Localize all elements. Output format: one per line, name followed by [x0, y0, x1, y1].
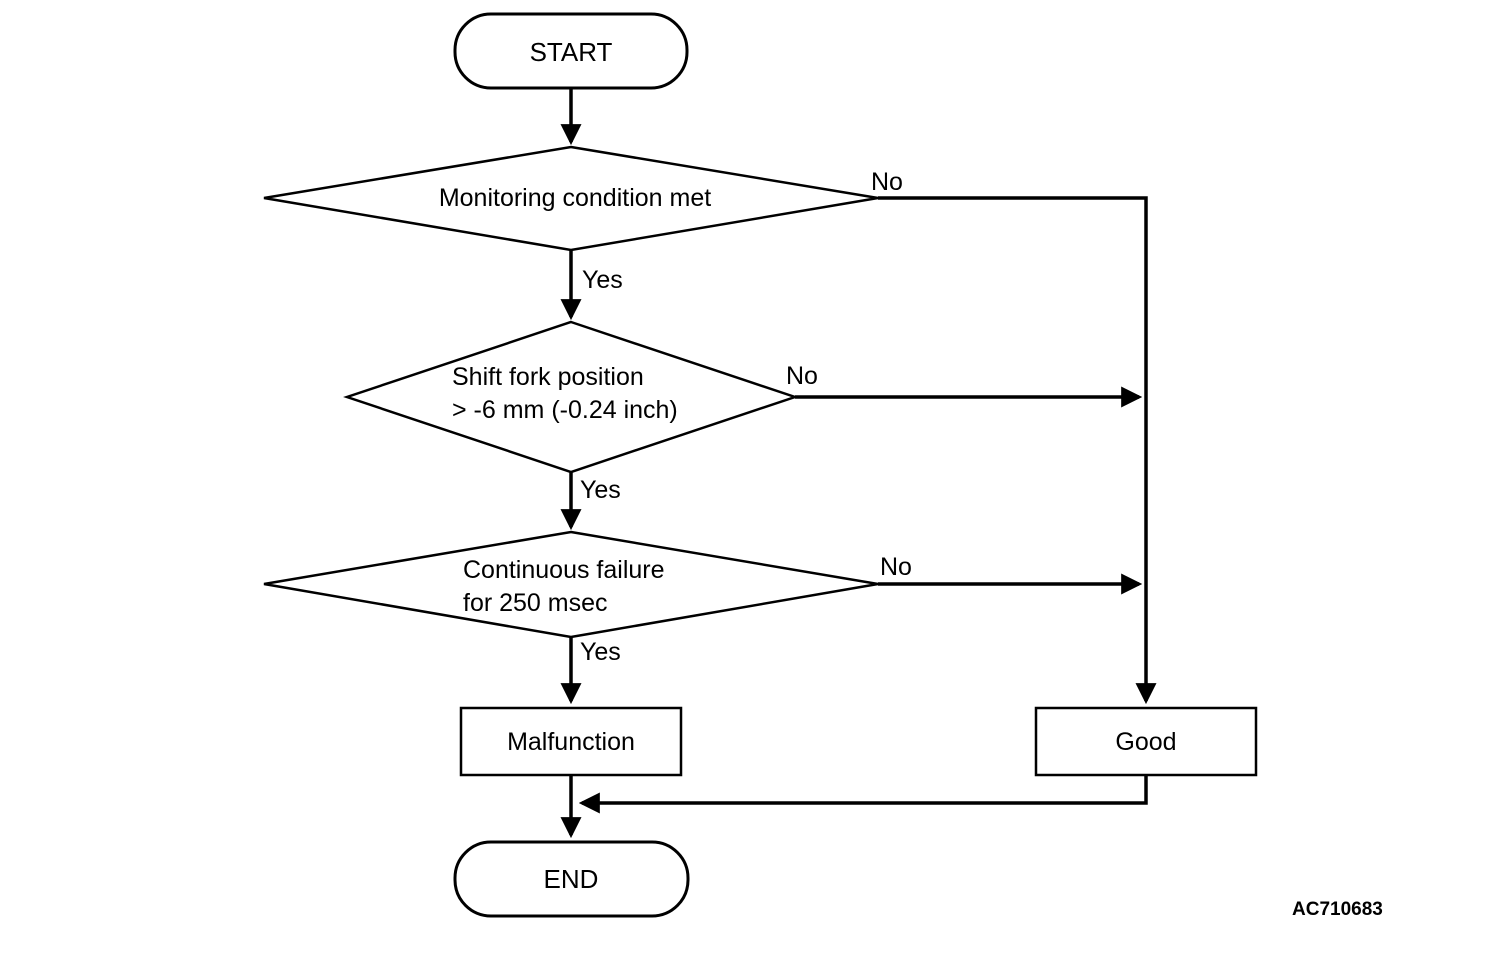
- edge-good-to-merge: [578, 775, 1148, 814]
- good-label: Good: [1115, 728, 1176, 756]
- decision2-no-label: No: [786, 362, 818, 390]
- decision3-yes-label: Yes: [580, 638, 621, 666]
- decision2-label-line1: Shift fork position: [452, 363, 644, 391]
- decision3-no-label: No: [880, 553, 912, 581]
- decision1-yes-label: Yes: [582, 266, 623, 294]
- decision3-node: [263, 530, 879, 639]
- decision1-no-label: No: [871, 168, 903, 196]
- start-node: [453, 12, 689, 90]
- decision1-label: Monitoring condition met: [439, 184, 711, 212]
- end-node: [453, 840, 690, 918]
- decision3-label-line2: for 250 msec: [463, 589, 608, 617]
- decision2-node: [343, 320, 799, 474]
- malfunction-node: [459, 706, 683, 777]
- edge-decision1-no-line: [878, 196, 1157, 705]
- end-label: END: [544, 864, 599, 894]
- decision2-yes-label: Yes: [580, 476, 621, 504]
- decision2-label-line2: > -6 mm (-0.24 inch): [452, 396, 678, 424]
- malfunction-label: Malfunction: [507, 728, 635, 756]
- start-label: START: [530, 37, 613, 67]
- figure-id: AC710683: [1292, 899, 1383, 920]
- decision1-node: [263, 145, 879, 252]
- decision3-label-line1: Continuous failure: [463, 556, 665, 584]
- good-node: [1034, 706, 1258, 777]
